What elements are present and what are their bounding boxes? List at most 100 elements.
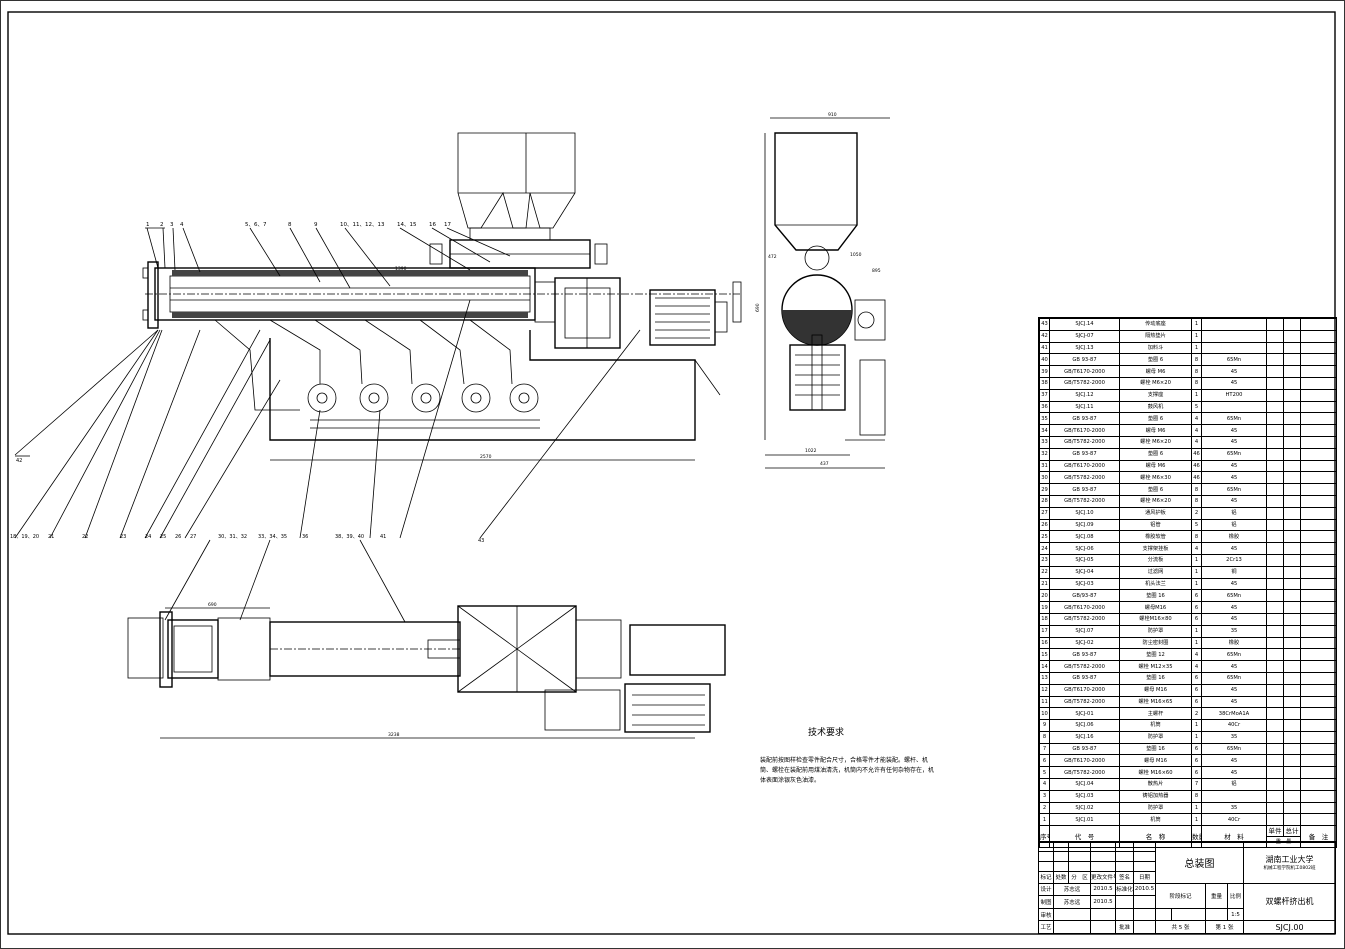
bom-cell-no: 35 (1039, 412, 1050, 426)
dim-top-width: 3238 (388, 732, 400, 738)
bom-cell-no: 13 (1039, 671, 1050, 685)
bom-cell-unit-weight (1266, 483, 1284, 496)
bom-cell-unit-weight (1266, 542, 1284, 555)
notes-body: 装配前按图样检查零件配合尺寸，合格零件才能装配。螺杆、机筒、螺栓在装配前用煤油清… (760, 757, 935, 784)
bom-cell-name: 防护罩 (1119, 730, 1192, 744)
bom-cell-unit-weight (1266, 412, 1284, 426)
bom-cell-total-weight (1283, 778, 1301, 791)
bom-cell-no: 10 (1039, 707, 1050, 721)
bom-cell-unit-weight (1266, 813, 1284, 827)
bom-cell-name: 螺栓 M6×20 (1119, 435, 1192, 449)
leader-16: 16 (429, 222, 436, 228)
label-sign: 签名 (1115, 871, 1134, 884)
bom-cell-name: 通风护板 (1119, 506, 1192, 520)
bom-cell-name: 垫圈 16 (1119, 671, 1192, 685)
bom-cell-total-weight (1283, 400, 1301, 414)
leader-17: 17 (444, 222, 451, 228)
bom-cell-code: GB 93-87 (1049, 412, 1120, 426)
bom-cell-remark (1300, 754, 1337, 768)
bom-cell-code: SJCJ.02 (1049, 801, 1120, 815)
label-zone: 分 区 (1068, 871, 1091, 884)
bom-cell-qty: 7 (1191, 778, 1202, 791)
bom-cell-no: 34 (1039, 424, 1050, 437)
leader-21: 21 (48, 534, 54, 540)
bom-cell-remark (1300, 660, 1337, 673)
bom-cell-unit-weight (1266, 754, 1284, 768)
bom-cell-total-weight (1283, 483, 1301, 496)
bom-cell-mat: 45 (1201, 365, 1267, 378)
bom-cell-name: 螺栓 M16×65 (1119, 695, 1192, 709)
dim-side-right: 895 (872, 268, 881, 274)
bom-cell-code: SJCJ-06 (1049, 542, 1120, 555)
bom-cell-qty: 6 (1191, 601, 1202, 614)
bom-cell-no: 38 (1039, 376, 1050, 390)
bom-cell-remark (1300, 742, 1337, 756)
school-dept: 机械工程学院机工0802班 (1263, 865, 1316, 871)
notes-title: 技术要求 (808, 728, 845, 738)
bom-cell-name: 螺母 M6 (1119, 365, 1192, 378)
bom-cell-name: 螺母M16 (1119, 601, 1192, 614)
bom-cell-qty: 1 (1191, 624, 1202, 638)
bom-cell-name: 螺母 M16 (1119, 754, 1192, 768)
bom-cell-qty: 6 (1191, 589, 1202, 603)
bom-cell-mat: 45 (1201, 471, 1267, 485)
bom-cell-mat: 45 (1201, 660, 1267, 673)
leader-43: 43 (478, 538, 484, 544)
bom-cell-name: 分流板 (1119, 553, 1192, 567)
label-draw: 制图 (1038, 895, 1054, 909)
bom-cell-code: GB/T5782-2000 (1049, 435, 1120, 449)
bom-cell-total-weight (1283, 624, 1301, 638)
label-count: 处数 (1053, 871, 1069, 884)
bom-cell-qty: 6 (1191, 612, 1202, 626)
bom-cell-total-weight (1283, 577, 1301, 591)
bom-cell-remark (1300, 671, 1337, 685)
bom-cell-remark (1300, 801, 1337, 815)
bom-cell-mat: 45 (1201, 494, 1267, 508)
bom-cell-mat: 45 (1201, 459, 1267, 473)
bom-header-total-weight: 总计 (1283, 825, 1301, 838)
bom-cell-mat: 45 (1201, 695, 1267, 709)
bom-cell-qty: 8 (1191, 494, 1202, 508)
bom-cell-qty: 1 (1191, 730, 1202, 744)
bom-cell-code: GB/T5782-2000 (1049, 471, 1120, 485)
bom-cell-mat: 45 (1201, 754, 1267, 768)
bom-cell-no: 15 (1039, 648, 1050, 662)
bom-cell-name: 螺栓 M6×20 (1119, 494, 1192, 508)
bom-cell-remark (1300, 789, 1337, 803)
title-block: 总装图 湖南工业大学 机械工程学院机工0802班 标记 处数 分 区 更改文件号… (1038, 840, 1336, 934)
bom-cell-no: 9 (1039, 719, 1050, 732)
bom-cell-name: 螺栓 M16×60 (1119, 766, 1192, 780)
bom-cell-remark (1300, 447, 1337, 461)
bom-cell-mat: 铝 (1201, 778, 1267, 791)
bom-cell-remark (1300, 695, 1337, 709)
bom-cell-qty: 6 (1191, 695, 1202, 709)
bom-cell-total-weight (1283, 648, 1301, 662)
label-check: 审核 (1038, 907, 1054, 922)
bom-cell-unit-weight (1266, 506, 1284, 520)
dim-side-left: 472 (768, 254, 777, 260)
bom-cell-unit-weight (1266, 459, 1284, 473)
bom-cell-mat: 65Mn (1201, 648, 1267, 662)
bom-cell-qty: 6 (1191, 742, 1202, 756)
bom-cell-total-weight (1283, 424, 1301, 437)
front-blowers (214, 319, 539, 413)
bom-cell-qty: 1 (1191, 329, 1202, 343)
bom-cell-code: GB/T6170-2000 (1049, 754, 1120, 768)
bom-cell-qty: 6 (1191, 683, 1202, 697)
bom-cell-qty: 2 (1191, 506, 1202, 520)
leader-8: 8 (288, 222, 292, 228)
bom-cell-remark (1300, 424, 1337, 437)
bom-cell-remark (1300, 459, 1337, 473)
